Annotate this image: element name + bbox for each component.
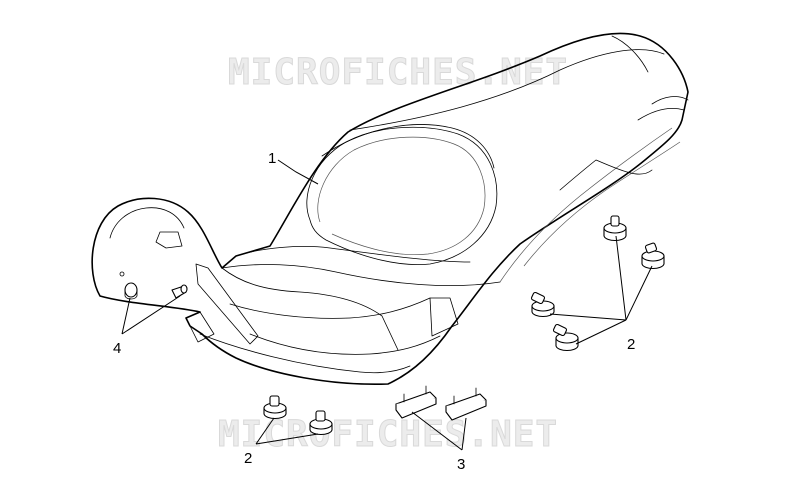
bracket-left <box>395 385 437 419</box>
callout-4: 4 <box>113 340 121 357</box>
callout-2-right: 2 <box>627 336 635 353</box>
rubber-piece-a <box>124 282 138 300</box>
callout-1: 1 <box>268 150 276 167</box>
watermark-top: MICROFICHES.NET <box>228 52 568 93</box>
buffer-right-1 <box>603 215 627 242</box>
callout-2-left: 2 <box>244 450 252 467</box>
leader-buffers-left <box>255 417 319 445</box>
leader-buffers-right <box>549 235 653 345</box>
bracket-right <box>445 387 487 421</box>
buffer-right-3 <box>530 291 555 318</box>
leader-rubbers <box>121 295 181 335</box>
leader-brackets <box>411 411 467 451</box>
buffer-left-1 <box>263 395 287 420</box>
rubber-piece-b <box>171 284 188 299</box>
seat-drawing <box>91 32 689 386</box>
buffer-right-4 <box>552 323 579 352</box>
buffer-right-2 <box>641 242 665 270</box>
watermark-bottom: MICROFICHES.NET <box>218 414 558 455</box>
callout-3: 3 <box>457 456 465 473</box>
leader-seat <box>277 159 319 185</box>
buffer-left-2 <box>309 410 333 436</box>
